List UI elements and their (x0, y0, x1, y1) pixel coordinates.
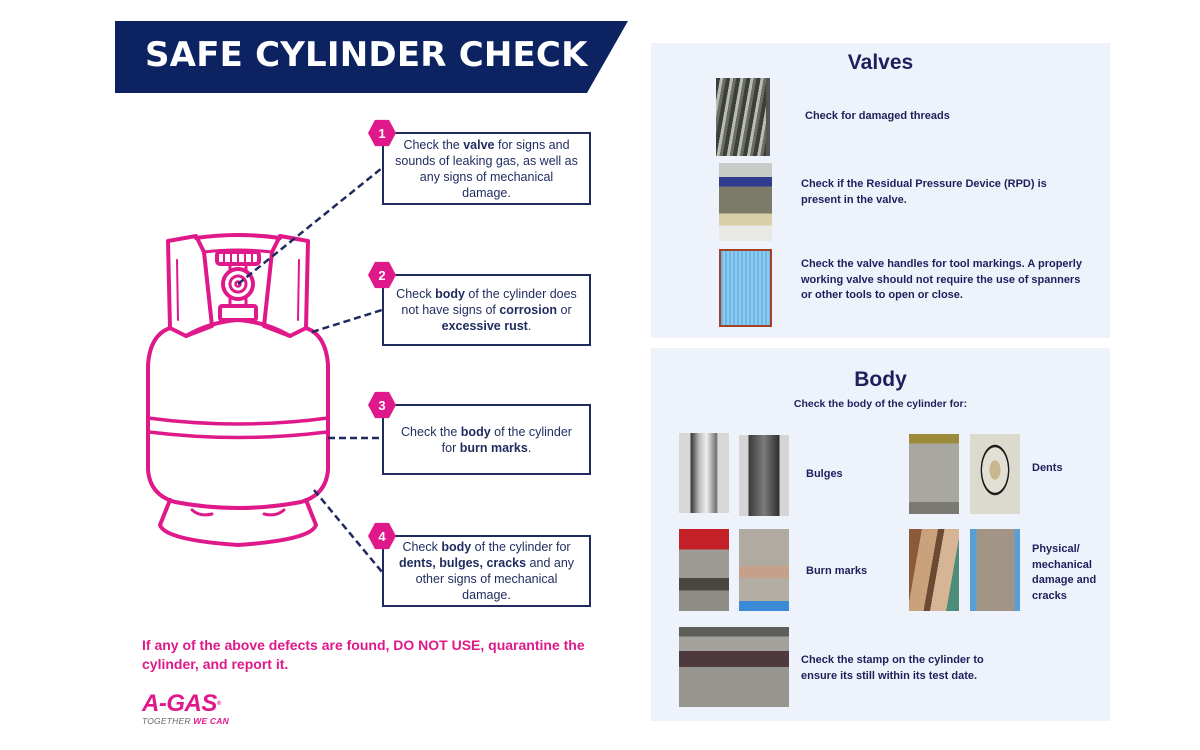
agas-logo: A-GAS® TOGETHER WE CAN (142, 690, 229, 727)
rpd-valve-photo (719, 163, 772, 241)
body-text: Check the (403, 137, 464, 152)
valve-item-2: Check if the Residual Pressure Device (R… (801, 178, 1047, 206)
cylinder-body (146, 326, 330, 510)
dents-label: Dents (1032, 462, 1063, 474)
check-box-2: Check body of the cylinder does not have… (382, 274, 591, 346)
body-text: and any other signs of mechanical damage… (415, 556, 575, 602)
stamp-photo (679, 627, 789, 707)
dent-photo-1 (909, 434, 959, 514)
body-title: Body (854, 368, 907, 391)
damage-photo-1 (909, 529, 959, 611)
valve-item-3: Check the valve handles for tool marking… (801, 258, 1082, 301)
logo-tagline: TOGETHER WE CAN (142, 716, 229, 726)
check-box-4: Check body of the cylinder for dents, bu… (382, 535, 591, 607)
emphasis-text: body (435, 287, 465, 301)
physical-damage-label: Physical/ mechanical damage and cracks (1032, 543, 1097, 602)
body-text: Check (402, 540, 442, 554)
body-text: . (527, 440, 532, 455)
bulge-photo-1 (679, 433, 729, 513)
valve-item-1: Check for damaged threads (805, 110, 950, 122)
cylinder-foot (158, 498, 318, 547)
body-panel: Body Check the body of the cylinder for:… (651, 348, 1110, 721)
valve-body (221, 267, 255, 301)
burn-photo-2 (739, 529, 789, 611)
check-box-1: Check the valve for signs and sounds of … (382, 132, 591, 205)
leader-line-2 (311, 308, 383, 334)
check-text-2: Check body of the cylinder does not have… (394, 286, 579, 334)
leader-line-1 (237, 167, 383, 285)
valve-handwheel (215, 250, 261, 266)
body-text: Check the (401, 424, 461, 439)
burn-marks-label: Burn marks (806, 565, 868, 577)
check-text-4: Check body of the cylinder for dents, bu… (394, 539, 579, 603)
page-title: SAFE CYLINDER CHECK (145, 35, 588, 75)
emphasis-text: burn marks (459, 440, 528, 455)
title-banner: SAFE CYLINDER CHECK (115, 21, 628, 93)
check-text-1: Check the valve for signs and sounds of … (394, 137, 579, 201)
emphasis-text: body (460, 424, 491, 439)
body-text: for signs and sounds of leaking gas, as … (395, 137, 578, 200)
body-text: Check (396, 287, 436, 301)
warning-message: If any of the above defects are found, D… (142, 637, 585, 672)
bulges-label: Bulges (806, 468, 843, 480)
valves-panel: Valves Check for damaged threads Check i… (651, 43, 1110, 338)
check-box-3: Check the body of the cylinder for burn … (382, 404, 591, 475)
stamp-check-label: Check the stamp on the cylinder to ensur… (801, 654, 984, 682)
valve-handle-photo (719, 249, 772, 327)
emphasis-text: excessive rust (441, 319, 528, 333)
cylinder-handle-left (166, 234, 214, 338)
bulge-photo-2 (739, 435, 789, 516)
body-text: of the cylinder for (471, 540, 571, 554)
body-text: or (557, 303, 572, 317)
body-subtitle: Check the body of the cylinder for: (793, 398, 968, 410)
emphasis-text: corrosion (499, 303, 558, 317)
body-text: of the cylinder does not have signs of (401, 287, 577, 317)
valves-title: Valves (847, 51, 914, 74)
dent-photo-2 (970, 434, 1020, 514)
cylinder-handle-right (262, 234, 310, 338)
burn-photo-1 (679, 529, 729, 611)
body-text: of the cylinder for (441, 424, 572, 455)
emphasis-text: dents, bulges, cracks (398, 556, 527, 570)
valve-threads-photo (716, 78, 770, 156)
emphasis-text: body (441, 540, 472, 554)
emphasis-text: valve (463, 137, 495, 152)
damage-photo-2 (970, 529, 1020, 611)
check-text-3: Check the body of the cylinder for burn … (394, 424, 579, 456)
logo-wordmark: A-GAS® (142, 690, 221, 717)
body-text: . (527, 319, 532, 333)
